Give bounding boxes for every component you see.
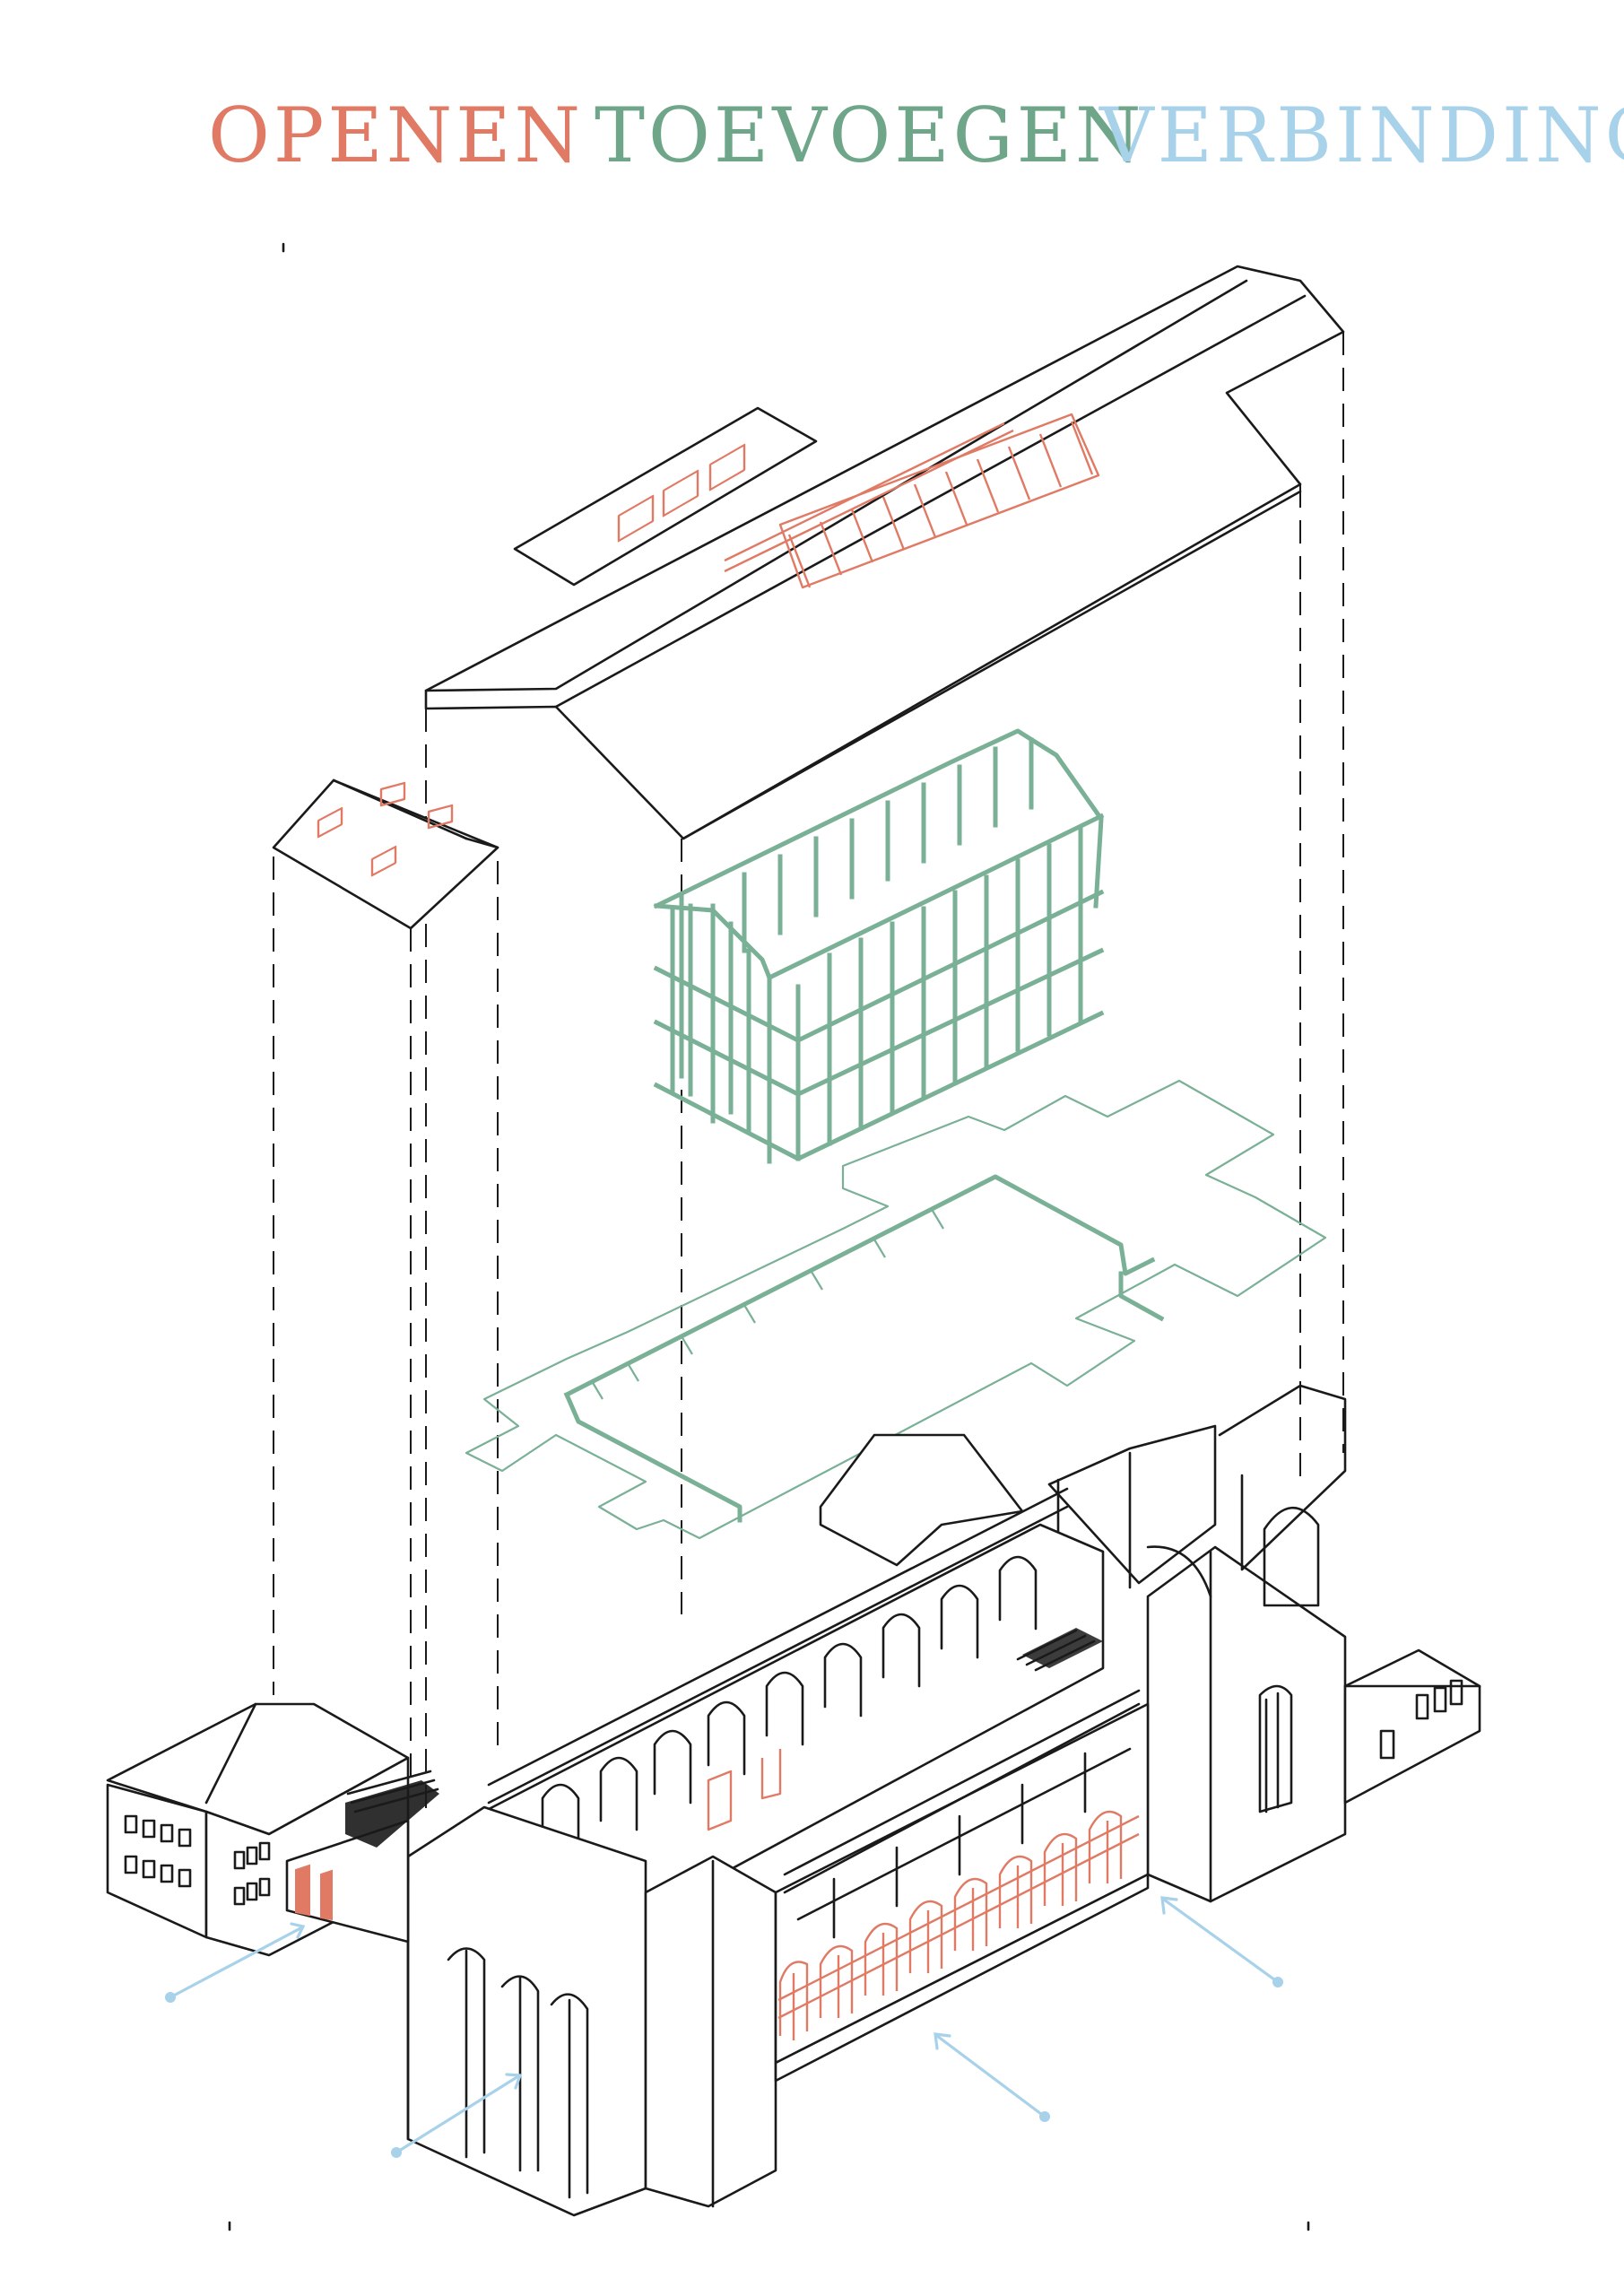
small-side-roof xyxy=(272,778,499,930)
existing-church xyxy=(406,1384,1481,2217)
roof-skylights xyxy=(724,413,1100,589)
flat-roof-panel xyxy=(513,406,818,587)
floor-addition xyxy=(465,1079,1327,1540)
heading-toevoegen: TOEVOEGEN xyxy=(595,91,1145,179)
side-interior-bays xyxy=(832,1752,1087,1939)
main-roof xyxy=(424,265,1345,840)
timber-frame-addition xyxy=(653,728,1105,1164)
side-house xyxy=(106,1702,439,1957)
heading-openen: OPENEN xyxy=(208,91,584,179)
house-windows xyxy=(124,1814,271,1906)
nave-arches xyxy=(541,1555,1038,1858)
new-glazing-arches xyxy=(777,1810,1140,2040)
heading-verbinding: VERBINDING xyxy=(1099,91,1624,179)
registration-ticks xyxy=(228,242,1310,2231)
connection-arrows xyxy=(165,1896,1283,2158)
